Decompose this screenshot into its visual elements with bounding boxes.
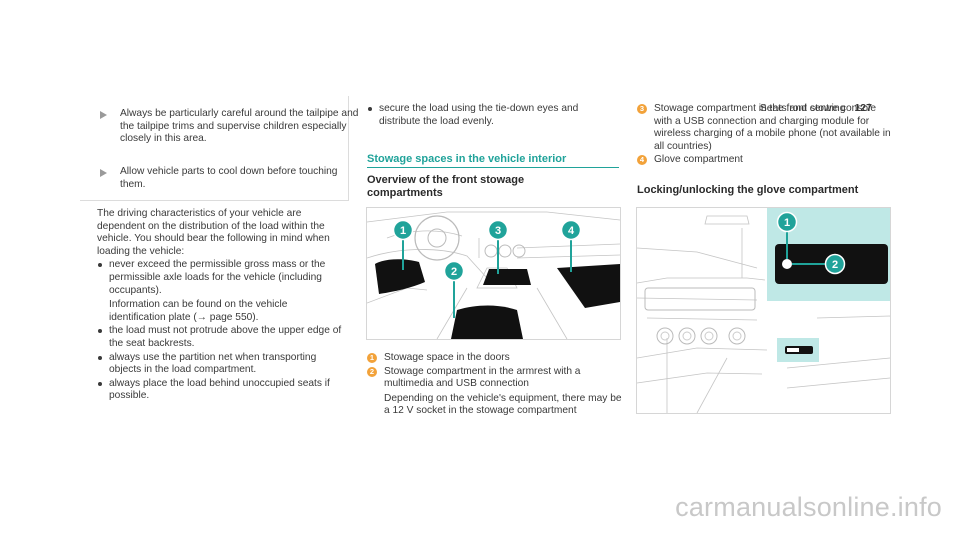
warning-item: Allow vehicle parts to cool down before … xyxy=(100,166,360,191)
watermark: carmanualsonline.info xyxy=(675,492,942,522)
legend-note: Depending on the vehicle's equipment, th… xyxy=(384,392,622,417)
bullet-icon xyxy=(98,381,102,386)
list-item: always use the partition net when transp… xyxy=(97,352,345,377)
callout-4: 4 xyxy=(568,225,575,237)
glove-compartment-figure: 1 2 xyxy=(636,207,891,414)
driving-bullet-list: never exceed the permissible gross mass … xyxy=(97,259,345,403)
callout-1: 1 xyxy=(784,217,790,229)
callout-1: 1 xyxy=(400,225,406,237)
callout-3: 3 xyxy=(495,225,501,237)
secure-bullet: secure the load using the tie-down eyes … xyxy=(367,103,619,129)
legend-badge: 4 xyxy=(637,155,647,166)
callout-2: 2 xyxy=(451,266,457,278)
list-item: secure the load using the tie-down eyes … xyxy=(367,103,619,128)
interior-drawing: 1 2 3 4 xyxy=(367,211,620,339)
bullet-icon xyxy=(368,107,372,111)
legend-badge: 2 xyxy=(367,366,377,377)
page-header: Seats and stowing 127 xyxy=(760,102,872,114)
legend-badge: 1 xyxy=(367,353,377,363)
list-item: always place the load behind unoccupied … xyxy=(97,378,345,403)
glove-compartment-shape xyxy=(557,264,620,308)
legend-item: 3 Stowage compartment in the front centr… xyxy=(637,103,893,153)
bullet-icon xyxy=(98,329,102,334)
warning-box: Always be particularly careful around th… xyxy=(80,96,358,201)
legend-badge: 3 xyxy=(637,104,647,114)
interior-stowage-figure: 1 2 3 4 xyxy=(366,207,621,340)
glove-callout-badges: 1 2 xyxy=(776,211,846,275)
legend-item: 4 Glove compartment xyxy=(637,154,893,167)
armrest-stowage-shape xyxy=(451,305,523,339)
stowage-legend: 1 Stowage space in the doors 2 Stowage c… xyxy=(367,352,623,419)
list-item: the load must not protrude above the upp… xyxy=(97,325,345,350)
door-stowage-shape xyxy=(375,259,425,294)
bullet-icon xyxy=(98,263,102,268)
dashboard-drawing: 1 2 xyxy=(637,208,890,413)
figure-callout-badges: 1 2 3 4 xyxy=(392,219,582,282)
heading-rule xyxy=(367,167,619,168)
legend-item: 2 Stowage compartment in the armrest wit… xyxy=(367,366,623,418)
warning-arrow-icon xyxy=(100,169,107,177)
warning-arrow-icon xyxy=(100,111,107,119)
stowage-legend-continued: 3 Stowage compartment in the front centr… xyxy=(637,103,893,168)
list-item: never exceed the permissible gross mass … xyxy=(97,259,345,324)
warning-item: Always be particularly careful around th… xyxy=(100,108,360,146)
legend-item: 1 Stowage space in the doors xyxy=(367,352,623,365)
identification-plate-note: Information can be found on the vehicle … xyxy=(109,299,288,323)
bullet-icon xyxy=(98,355,102,360)
glove-heading: Locking/unlocking the glove compartment xyxy=(637,184,859,196)
page-number: 127 xyxy=(854,102,872,114)
section-title: Seats and stowing xyxy=(759,102,846,114)
console-stowage-shape xyxy=(483,269,531,285)
stowage-heading: Stowage spaces in the vehicle interior xyxy=(367,153,567,165)
driving-intro: The driving characteristics of your vehi… xyxy=(97,208,330,257)
driving-section: The driving characteristics of your vehi… xyxy=(97,208,345,404)
stowage-subheading: Overview of the front stowage compartmen… xyxy=(367,174,525,199)
callout-2: 2 xyxy=(832,259,838,271)
